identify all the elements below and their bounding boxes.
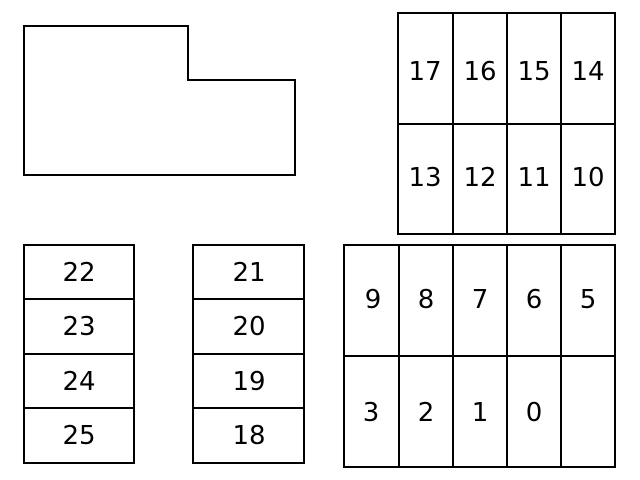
fuse-label: 13: [408, 163, 441, 193]
left-column-labels: 22 23 24 25: [62, 258, 95, 451]
fuse-label: 16: [463, 57, 496, 87]
fuse-label: 24: [62, 367, 95, 397]
fuse-label: 10: [571, 163, 604, 193]
fuse-label: 23: [62, 312, 95, 342]
fuse-label: 20: [232, 312, 265, 342]
fuse-label: 14: [571, 57, 604, 87]
bottom-right-block: [343, 244, 616, 468]
fuse-label: 19: [232, 367, 265, 397]
fuse-label: 12: [463, 163, 496, 193]
fuse-label: 0: [526, 398, 543, 428]
fuse-label: 17: [408, 57, 441, 87]
l-shaped-outline: [23, 25, 296, 176]
fuse-label: 3: [363, 398, 380, 428]
fuse-label: 6: [526, 285, 543, 315]
fuse-label: 11: [517, 163, 550, 193]
top-right-block: [397, 12, 616, 235]
fuse-label: 5: [580, 285, 597, 315]
middle-column-block: [192, 244, 305, 464]
fuse-label: 2: [418, 398, 435, 428]
left-column-block: [23, 244, 135, 464]
bottom-right-labels: 9 8 7 6 5 3 2 1 0: [363, 285, 597, 428]
fuse-label: 25: [62, 421, 95, 451]
fuse-label: 22: [62, 258, 95, 288]
fuse-label: 15: [517, 57, 550, 87]
fuse-label: 9: [365, 285, 382, 315]
fuse-label: 7: [472, 285, 489, 315]
top-right-labels: 17 16 15 14 13 12 11 10: [408, 57, 604, 193]
fuse-label: 1: [472, 398, 489, 428]
fuse-label: 18: [232, 421, 265, 451]
middle-column-labels: 21 20 19 18: [232, 258, 265, 451]
fuse-label: 8: [418, 285, 435, 315]
fuse-label: 21: [232, 258, 265, 288]
